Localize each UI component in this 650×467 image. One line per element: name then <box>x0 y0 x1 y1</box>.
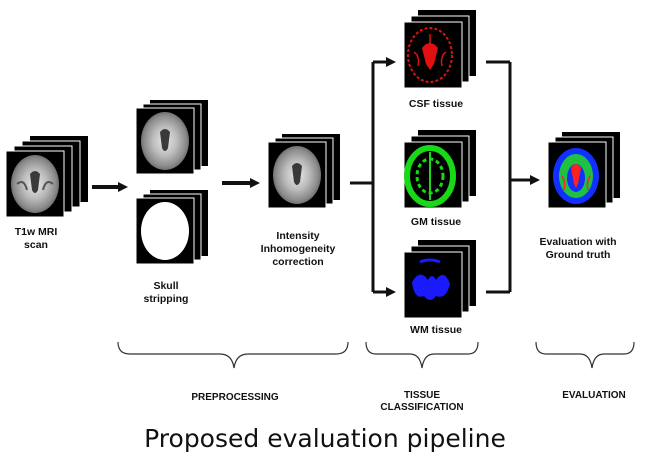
section-tissue-classification: TISSUE CLASSIFICATION <box>380 390 464 413</box>
wm-tissue-stack <box>403 240 476 319</box>
t1w-mri-stack <box>5 136 88 218</box>
section-preprocessing: PREPROCESSING <box>191 392 279 403</box>
preprocessing-brace <box>117 341 349 369</box>
label-evaluation-ground-truth: Evaluation with Ground truth <box>539 236 617 261</box>
merge-to-evaluation <box>486 60 540 294</box>
label-csf-tissue: CSF tissue <box>408 98 464 110</box>
section-evaluation: EVALUATION <box>562 390 626 401</box>
label-t1w-mri-scan: T1w MRI scan <box>14 226 58 251</box>
evaluation-stack <box>547 132 620 209</box>
intensity-correction-stack <box>267 134 340 209</box>
csf-tissue-stack <box>403 10 476 89</box>
label-intensity-correction: Intensity Inhomogeneity correction <box>260 230 336 268</box>
tissue-classification-brace <box>365 341 479 369</box>
evaluation-brace <box>535 341 635 369</box>
label-gm-tissue: GM tissue <box>410 216 462 228</box>
figure-caption: Proposed evaluation pipeline <box>144 424 506 453</box>
gm-tissue-stack <box>403 130 476 209</box>
label-skull-stripping: Skull stripping <box>143 280 189 305</box>
skull-stripping-stack <box>135 190 208 265</box>
branch-to-tissue-classes <box>350 57 396 297</box>
label-wm-tissue: WM tissue <box>410 324 462 336</box>
preprocessed-brain-stack <box>135 100 208 175</box>
